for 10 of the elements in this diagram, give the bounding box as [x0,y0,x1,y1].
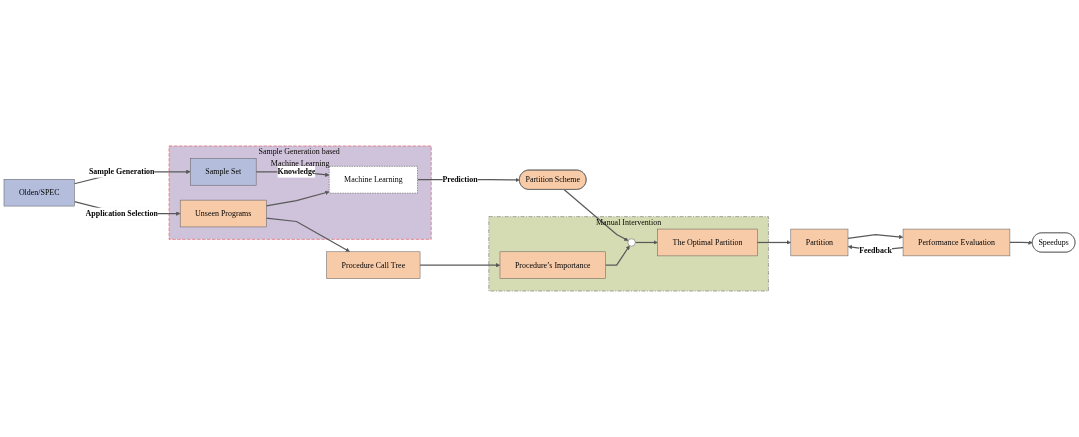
arrow [265,190,330,207]
node-circle [627,238,636,247]
arrow [847,233,904,240]
arrow [563,189,629,241]
arrow [1009,240,1033,245]
arrow [604,245,630,266]
arrow [265,217,350,252]
arrow [756,240,791,245]
arrow [634,240,658,245]
arrow [419,263,501,268]
